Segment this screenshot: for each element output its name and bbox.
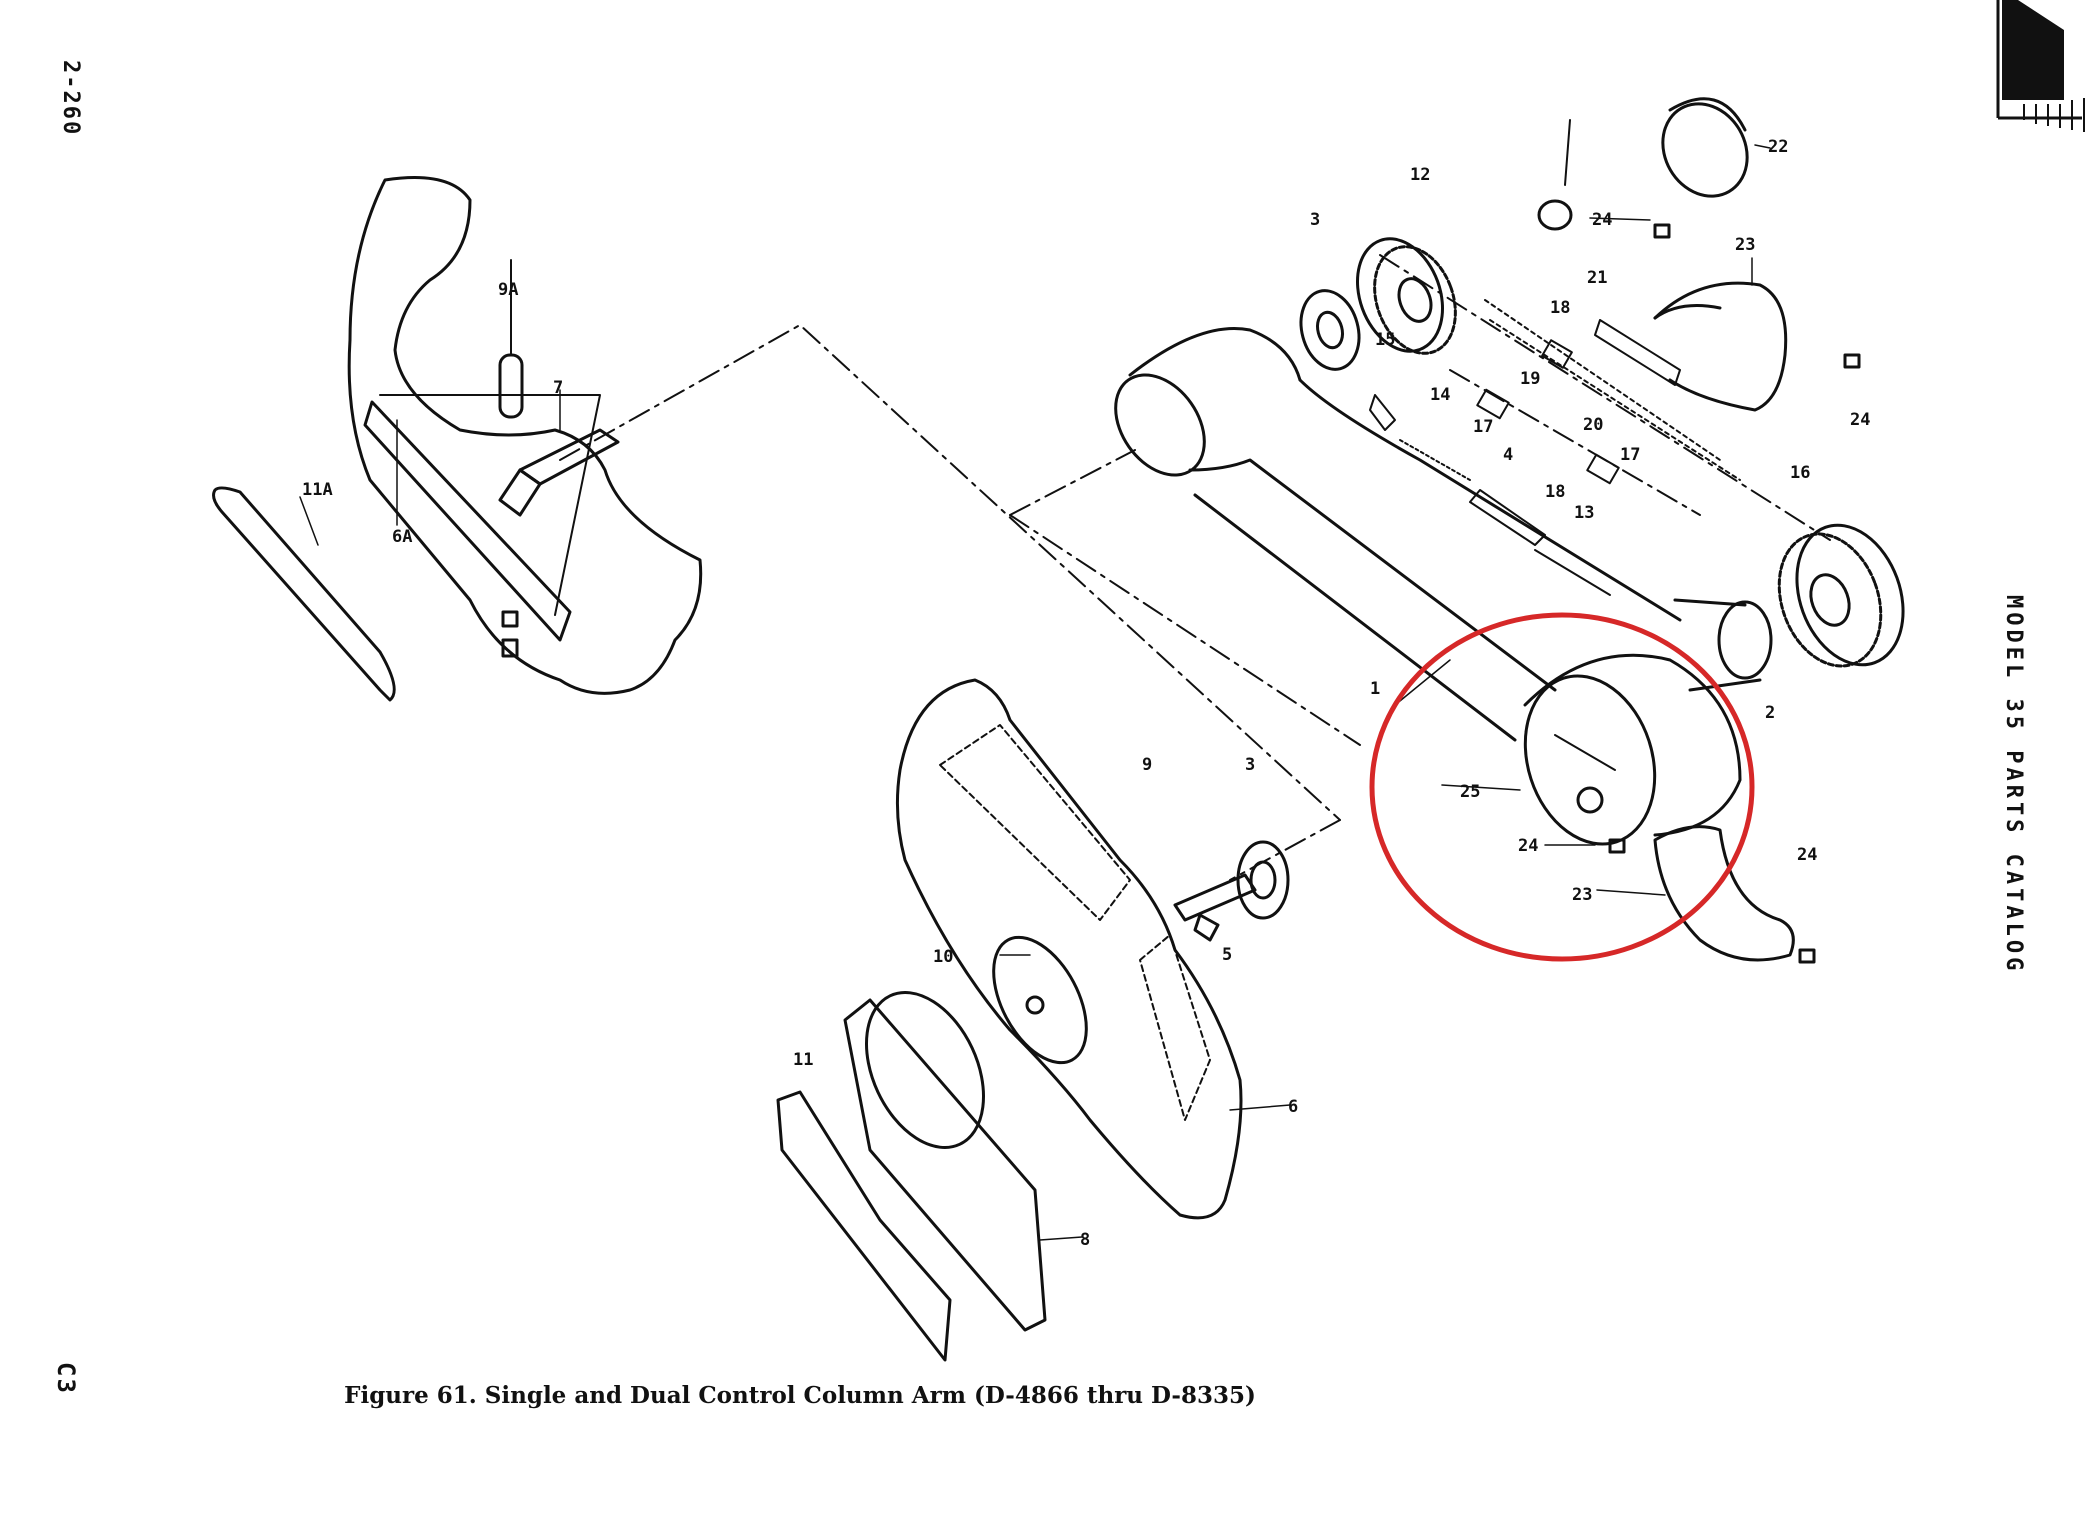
cap-22: [1661, 97, 1749, 198]
bezel-8: [843, 991, 1047, 1332]
callout-17-left: 17: [1473, 417, 1493, 437]
cover-23-lower: [1653, 825, 1795, 962]
disk-10: [992, 935, 1088, 1065]
callout-24-mid: 24: [1518, 836, 1538, 856]
cover-23-upper: [1653, 281, 1788, 412]
callout-18-lower: 18: [1545, 482, 1565, 502]
callout-5: 5: [1222, 945, 1232, 965]
cover-plate-11: [776, 1090, 952, 1362]
pin-9a: [498, 259, 524, 419]
callout-24-top: 24: [1592, 210, 1612, 230]
callout-8: 8: [1080, 1230, 1090, 1250]
gear-16: [1777, 523, 1905, 668]
callout-19: 19: [1520, 369, 1540, 389]
control-wheel-6: [895, 678, 1243, 1220]
shaft-5: [1173, 873, 1257, 942]
control-wheel-6a: [347, 176, 703, 695]
highlight-circle: [1369, 612, 1755, 962]
leader-lines: [299, 144, 1771, 1241]
callout-7: 7: [553, 378, 563, 398]
callout-3-lower: 3: [1245, 755, 1255, 775]
callout-4: 4: [1503, 445, 1513, 465]
callout-1: 1: [1370, 679, 1380, 699]
gear-12: [1355, 237, 1457, 355]
housing-25: [1523, 653, 1742, 846]
callout-11a: 11A: [302, 480, 333, 500]
callout-3-upper: 3: [1310, 210, 1320, 230]
callout-labels: 1 2 3 3 4 5 6 6A 7 8 9 9A 10 11 11A 12 1…: [302, 137, 1870, 1250]
callout-15: 15: [1375, 330, 1395, 350]
cover-plate-11a: [212, 486, 396, 702]
callout-10: 10: [933, 947, 953, 967]
bearing-3-lower: [1236, 840, 1290, 920]
callout-18-upper: 18: [1550, 298, 1570, 318]
callout-25: 25: [1460, 782, 1480, 802]
callout-22: 22: [1768, 137, 1788, 157]
callout-23-upper: 23: [1735, 235, 1755, 255]
callout-17-right: 17: [1620, 445, 1640, 465]
figure-caption: Figure 61. Single and Dual Control Colum…: [344, 1382, 1256, 1409]
callout-2: 2: [1765, 703, 1775, 723]
alignment-dashed-lines: [559, 254, 1831, 881]
callout-24-bottom: 24: [1797, 845, 1817, 865]
callout-24-right: 24: [1850, 410, 1870, 430]
callout-12: 12: [1410, 165, 1430, 185]
callout-11: 11: [793, 1050, 813, 1070]
callout-16: 16: [1790, 463, 1810, 483]
column-arm-1: [1114, 326, 1682, 742]
shaft-7: [498, 428, 620, 517]
callout-21: 21: [1587, 268, 1607, 288]
callout-9a: 9A: [498, 280, 518, 300]
corner-tab-mark: [1996, 0, 2085, 132]
callout-20: 20: [1583, 415, 1603, 435]
callout-9: 9: [1142, 755, 1152, 775]
bearing-2: [1673, 598, 1773, 692]
nut-washer-left: [501, 610, 519, 658]
callout-13: 13: [1574, 503, 1594, 523]
callout-23-lower: 23: [1572, 885, 1592, 905]
cotter-pin-top: [1537, 119, 1573, 231]
callout-6a: 6A: [392, 527, 412, 547]
callout-14: 14: [1430, 385, 1450, 405]
screws-24: [1608, 223, 1861, 964]
bearing-3-upper: [1299, 289, 1361, 371]
callout-6: 6: [1288, 1097, 1298, 1117]
chain-cable-assembly: [1369, 299, 1741, 596]
